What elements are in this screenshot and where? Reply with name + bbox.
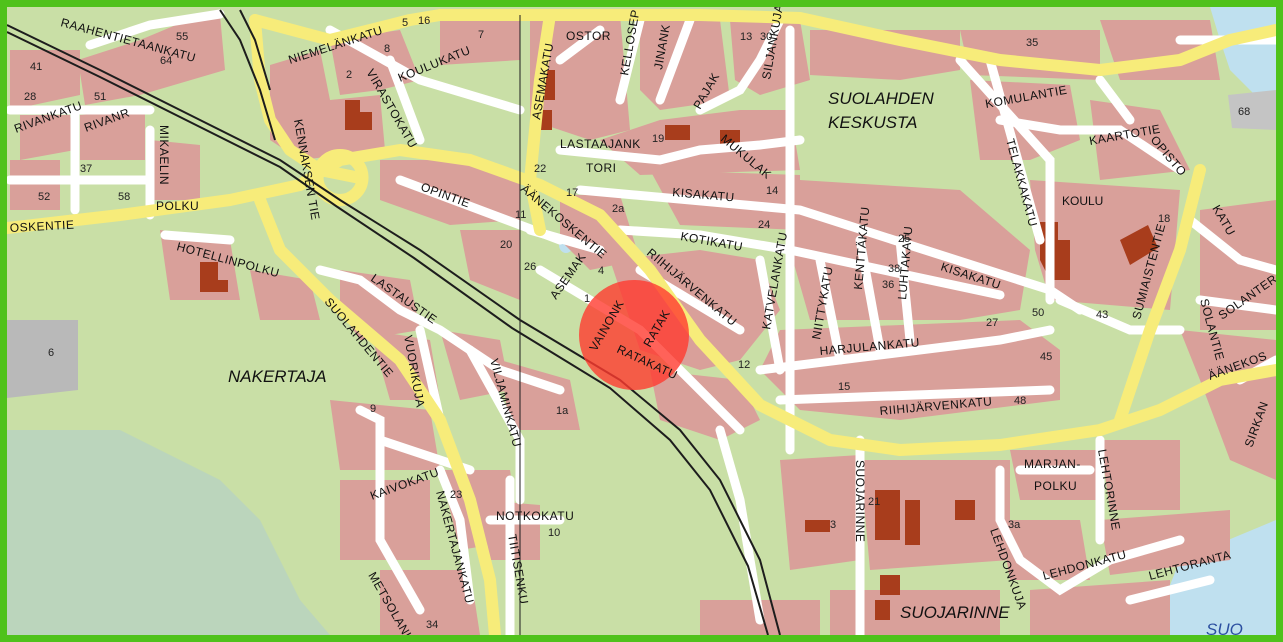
house-number: 48 [1014, 395, 1026, 407]
streets [7, 9, 1276, 635]
house-numbers: 6 68 52 58 37 28 41 51 55 64 16 7 13 30 … [24, 15, 1250, 631]
house-number: 43 [1096, 309, 1108, 321]
street-label-tori: TORI [586, 161, 616, 175]
house-number: 36 [882, 279, 894, 291]
street-label-ostor: OSTOR [566, 29, 611, 43]
house-number: 18 [1158, 213, 1170, 225]
area-labels: SUOLAHDEN KESKUSTA NAKERTAJA SUOJARINNE … [228, 89, 1243, 635]
house-number: 14 [766, 185, 778, 197]
house-number: 11 [515, 209, 526, 221]
house-number: 1 [584, 293, 590, 305]
house-number: 28 [24, 91, 36, 103]
street-label-mikaelin: MIKAELIN [157, 125, 171, 185]
area-label-keskusta: KESKUSTA [828, 113, 917, 132]
house-number: 34 [426, 619, 438, 631]
house-number: 21 [868, 496, 880, 508]
house-number: 50 [1032, 307, 1044, 319]
house-number: 3a [1008, 519, 1021, 531]
area-label-suo: SUO [1206, 620, 1243, 635]
house-number: 55 [176, 31, 188, 43]
house-number: 30 [760, 31, 772, 43]
house-number: 25 [898, 233, 910, 245]
house-number: 20 [500, 239, 512, 251]
area-label-suojarinne: SUOJARINNE [900, 603, 1010, 622]
house-number: 26 [524, 261, 536, 273]
street-label-aanekoskentie-left: OSKENTIE [9, 218, 74, 235]
house-number: 12 [738, 359, 750, 371]
house-number: 45 [1040, 351, 1052, 363]
street-label-marjan: MARJAN- [1024, 457, 1081, 471]
house-number: 9 [370, 403, 376, 415]
house-number: 7 [478, 29, 484, 41]
house-number: 37 [80, 163, 92, 175]
house-number: 5 [402, 17, 408, 29]
house-number: 27 [986, 317, 998, 329]
house-number: 8 [384, 43, 390, 55]
house-number: 16 [418, 15, 430, 27]
house-number: 17 [566, 187, 578, 199]
street-label-lastaajank: LASTAAJANK [560, 137, 641, 151]
school-label: KOULU [1062, 194, 1103, 208]
house-number: 24 [758, 219, 770, 231]
house-number: 22 [534, 163, 546, 175]
house-number: 19 [652, 133, 664, 145]
house-number: 23 [450, 489, 462, 501]
house-number: 13 [740, 31, 752, 43]
house-number: 52 [38, 191, 50, 203]
street-label-notkokatu: NOTKOKATU [496, 509, 574, 523]
street-label-luhtakatu: LUHTAKATU [895, 225, 915, 300]
area-label-suolahden: SUOLAHDEN [828, 89, 935, 108]
railway [7, 9, 781, 635]
main-roads [7, 9, 1276, 635]
house-number: 51 [94, 91, 106, 103]
house-number: 6 [48, 347, 54, 359]
house-number: 68 [1238, 106, 1250, 118]
location-marker[interactable] [579, 280, 689, 390]
industrial-area [7, 320, 78, 398]
house-number: 2 [346, 69, 352, 81]
house-number: 3 [830, 519, 836, 531]
map-canvas[interactable]: SUOLAHDEN KESKUSTA NAKERTAJA SUOJARINNE … [7, 7, 1276, 635]
house-number: 41 [30, 61, 42, 73]
house-number: 35 [1026, 37, 1038, 49]
area-label-nakertaja: NAKERTAJA [228, 367, 327, 386]
house-number: 58 [118, 191, 130, 203]
house-number: 10 [548, 527, 560, 539]
house-number: 15 [838, 381, 850, 393]
street-label-kisakatu: KISAKATU [672, 185, 735, 204]
house-number: 1a [556, 405, 569, 417]
house-number: 64 [160, 55, 172, 67]
street-label-marjan-2: POLKU [1034, 479, 1077, 493]
street-label-suojarinne: SUOJARINNE [853, 460, 867, 542]
house-number: 4 [598, 265, 604, 277]
street-label-polku: POLKU [156, 199, 199, 213]
industrial-area-2 [1228, 90, 1276, 130]
house-number: 2a [612, 203, 625, 215]
house-number: 38 [888, 263, 900, 275]
